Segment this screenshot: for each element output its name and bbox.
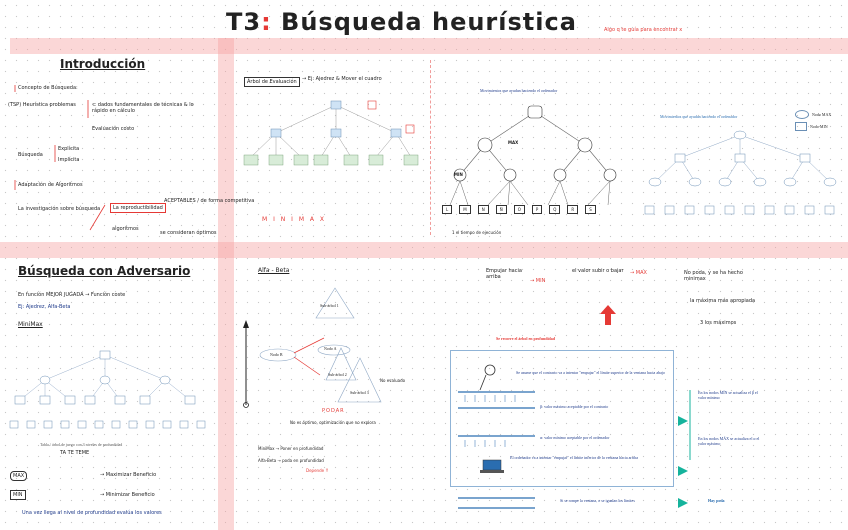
window-heading: Se recorre el árbol en profundidad xyxy=(496,336,555,341)
no-evaluado: No evaluado xyxy=(380,378,405,383)
mov-right-title: Movimientos que ayudan haciendo el orden… xyxy=(660,114,737,119)
label-max: MAX xyxy=(10,471,27,481)
mov-top-foot: 1 el tiempo de ejecución xyxy=(452,230,501,235)
alfa-beta-heading: Alfa - Beta xyxy=(258,268,289,274)
mov-top-max: MAX xyxy=(508,140,518,145)
window-r2: En los nodos MÁX se actualiza el α el va… xyxy=(698,436,762,446)
up-arrow xyxy=(600,305,616,327)
sub-arbol-1: Sub-árbol 1 xyxy=(320,303,339,308)
nodo-b: Nodo B xyxy=(270,352,283,357)
min-note: → Minimizar Beneficio xyxy=(100,492,155,498)
adversario-tree xyxy=(5,345,205,435)
nodo-a: Nodo A xyxy=(324,346,337,351)
mov-top-leaves: L M N Ñ O P Q R S xyxy=(442,205,622,214)
arbol-eval-label: Árbol de Evaluación xyxy=(244,77,300,87)
mov-top-tree xyxy=(440,100,620,240)
window-diagram xyxy=(450,350,672,530)
window-p1: Se asume que el contrario va a intentar … xyxy=(516,370,666,375)
window-r1: En los nodos MÍN se actualiza el β el va… xyxy=(698,390,762,400)
ab-note4: Depende !! xyxy=(306,468,329,473)
adversario-line2: Ej: Ajedrez, Alfa-Beta xyxy=(18,304,71,310)
poda-l3: 3 los máximos xyxy=(700,320,736,326)
adversario-caption: Tabla / árbol de juego con 3 niveles de … xyxy=(40,442,122,447)
mid-max-note: → MAX xyxy=(630,270,647,276)
mov-top-title: Movimientos que ayudan haciendo el orden… xyxy=(480,88,557,93)
label-min: MIN xyxy=(10,490,26,500)
podar: PODAR xyxy=(322,408,345,414)
max-note: → Maximizar Beneficio xyxy=(100,472,156,478)
legend-max: Nodo MAX xyxy=(795,110,831,119)
mov-top-min: MIN xyxy=(454,172,463,177)
arbol-eval-tree xyxy=(236,95,421,180)
adversario-minimax: MiniMax xyxy=(18,322,43,328)
adversario-tatete: TA TE TEME xyxy=(60,450,89,456)
poda-l2: la máxima más apropiada xyxy=(690,298,755,304)
window-alpha: α: valor mínimo aceptable por el ordenad… xyxy=(540,435,609,440)
mid-min-note: → MIN xyxy=(530,278,545,284)
window-p2: El ordenador va a intentar "empujar" el … xyxy=(510,455,670,460)
poda-l1: No poda, y se ha hecho minimax xyxy=(684,270,764,282)
sub-arbol-3: Sub-árbol 3 xyxy=(350,390,369,395)
arbol-eval-note: → Ej: Ajedrez & Mover el cuadro xyxy=(302,76,382,82)
window-p3: Si se rompe la ventana, o se igualan los… xyxy=(560,498,635,503)
sub-arbol-2: Sub-árbol 2 xyxy=(328,372,347,377)
mid-bajar: el valor subir o bajar xyxy=(572,268,624,274)
mov-right-tree xyxy=(640,130,845,235)
window-beta: β: valor máximo aceptable por el contrar… xyxy=(540,404,608,409)
adversario-bottom: Una vez llega al nivel de profundidad ev… xyxy=(22,510,162,516)
ab-note2: MiniMax → Poner en profundidad xyxy=(258,446,323,451)
hay-poda: Hay poda xyxy=(708,498,725,503)
ab-note1: No es óptimo, optimización que no explor… xyxy=(290,420,376,425)
adversario-line1: En función MEJOR JUGADA → Función coste xyxy=(18,292,125,298)
ab-note3: Alfa-Beta → poda en profundidad xyxy=(258,458,324,463)
minimax-word: M I N I M A X xyxy=(262,217,326,223)
adversario-heading: Búsqueda con Adversario xyxy=(18,264,190,278)
